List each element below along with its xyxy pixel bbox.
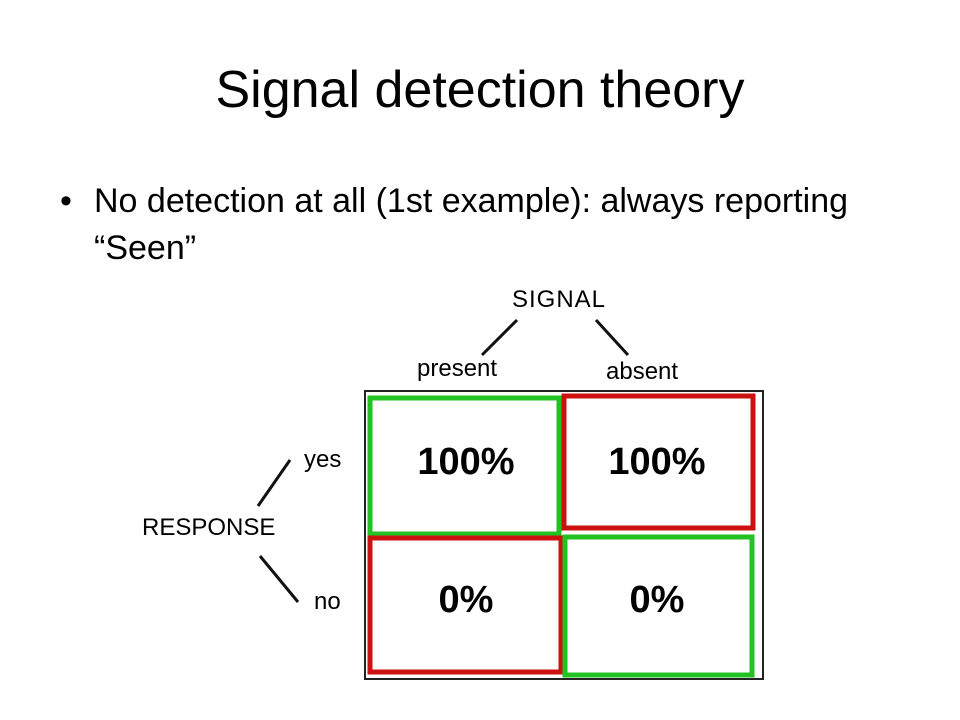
cell-no-present-box bbox=[367, 535, 564, 675]
present-label: present bbox=[417, 355, 498, 382]
bullet-marker: • bbox=[60, 182, 72, 220]
bullet-text: No detection at all (1st example): alway… bbox=[94, 182, 849, 267]
matrix-graphic bbox=[256, 318, 764, 680]
no-label: no bbox=[314, 588, 341, 615]
cell-no-absent-value: 0% bbox=[629, 579, 685, 621]
signal-branch-absent-line bbox=[594, 318, 630, 357]
signal-detection-matrix: SIGNAL present absent RESPONSE yes no 10… bbox=[130, 280, 780, 690]
response-branch-yes-line bbox=[256, 459, 292, 507]
absent-label: absent bbox=[606, 358, 679, 385]
cell-yes-present-value: 100% bbox=[417, 441, 515, 483]
cell-yes-present-box bbox=[367, 395, 562, 537]
cell-no-present-value: 0% bbox=[438, 579, 494, 621]
yes-label: yes bbox=[304, 446, 342, 473]
bullet-item: • No detection at all (1st example): alw… bbox=[60, 178, 900, 272]
slide-title: Signal detection theory bbox=[215, 61, 745, 119]
signal-label: SIGNAL bbox=[512, 286, 607, 313]
cell-yes-absent-box bbox=[561, 393, 756, 531]
cell-no-absent-box bbox=[562, 534, 755, 678]
cell-yes-absent-value: 100% bbox=[608, 441, 706, 483]
response-label: RESPONSE bbox=[142, 514, 276, 541]
response-branch-no-line bbox=[258, 555, 300, 603]
signal-branch-present-line bbox=[480, 318, 519, 357]
